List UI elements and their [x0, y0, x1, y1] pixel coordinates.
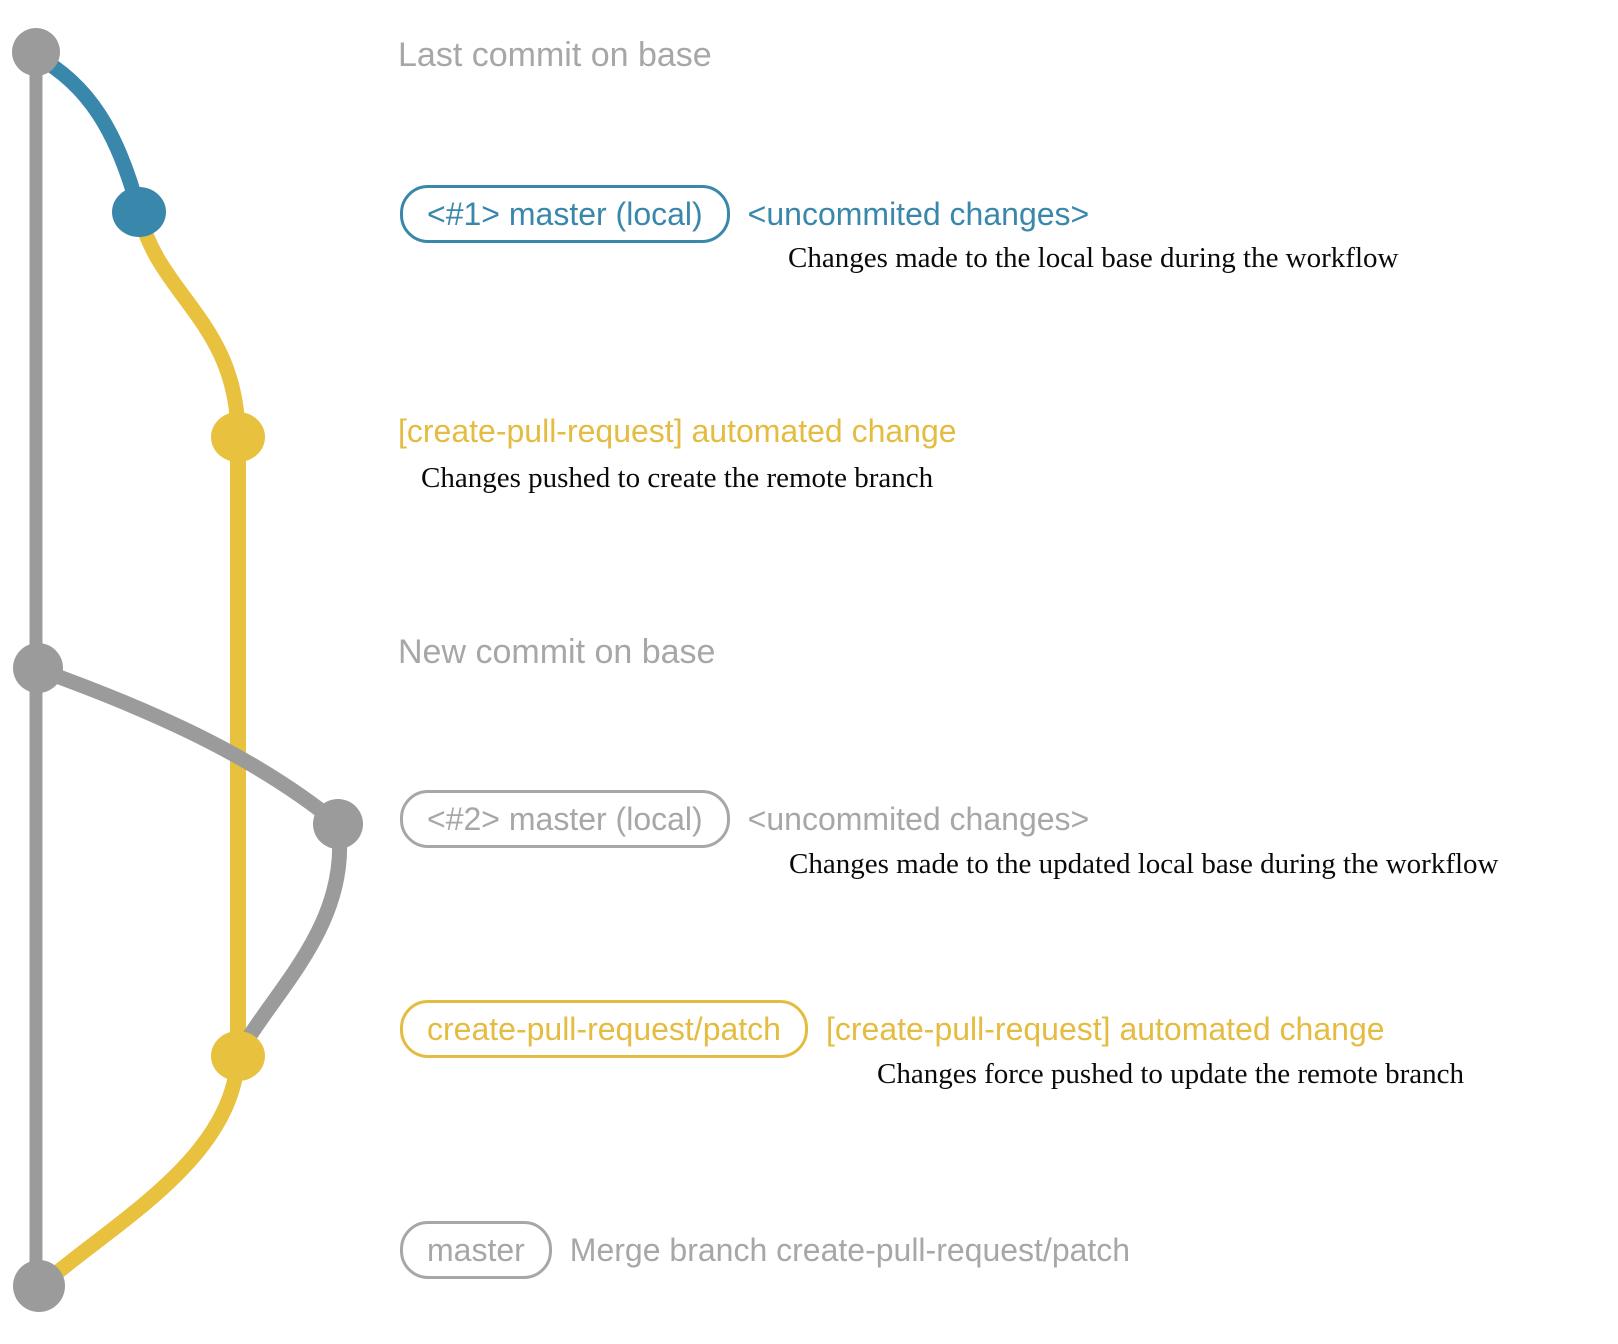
row-remote-branch: create-pull-request/patch [create-pull-r… [400, 1000, 1385, 1058]
note-automated-change-2: [create-pull-request] automated change [825, 1010, 1385, 1047]
commit-dot-local-2 [313, 799, 363, 849]
gray-update-curve-upper [32, 662, 346, 832]
commit-dot-remote-2 [211, 1031, 265, 1081]
commit-dot-last-base [12, 28, 60, 76]
row-commit-1: <#1> master (local) <uncommited changes> [400, 185, 1089, 243]
branch-tag-create-pull-request-patch: create-pull-request/patch [400, 1000, 808, 1058]
git-graph [12, 28, 363, 1312]
branch-tag-master: master [400, 1221, 552, 1279]
branch-tag-master-local-2: <#2> master (local) [400, 790, 730, 848]
caption-push-create-remote: Changes pushed to create the remote bran… [421, 462, 934, 494]
commit-dot-local-1 [112, 187, 166, 237]
branch-tag-master-local-1: <#1> master (local) [400, 185, 730, 243]
caption-local-changes-2: Changes made to the updated local base d… [789, 848, 1499, 880]
commit-dot-new-base [13, 643, 63, 693]
note-merge-branch: Merge branch create-pull-request/patch [569, 1231, 1131, 1268]
note-uncommited-changes-2: <uncommited changes> [747, 800, 1090, 837]
commit-dot-merge [13, 1260, 65, 1312]
caption-force-push-update-remote: Changes force pushed to update the remot… [877, 1058, 1465, 1090]
commit-dot-remote-1 [211, 412, 265, 462]
gray-update-curve-lower [233, 816, 348, 1058]
yellow-branch-curve-upper [131, 204, 246, 445]
label-new-commit-on-base: New commit on base [398, 633, 716, 671]
note-automated-change-1: [create-pull-request] automated change [398, 413, 957, 449]
row-merge: master Merge branch create-pull-request/… [400, 1221, 1130, 1279]
caption-local-changes-1: Changes made to the local base during th… [788, 242, 1399, 274]
note-uncommited-changes-1: <uncommited changes> [747, 195, 1090, 232]
label-last-commit-on-base: Last commit on base [398, 36, 712, 74]
row-commit-2: <#2> master (local) <uncommited changes> [400, 790, 1089, 848]
yellow-branch-curve-lower [34, 1048, 246, 1293]
blue-branch-curve [28, 48, 147, 220]
